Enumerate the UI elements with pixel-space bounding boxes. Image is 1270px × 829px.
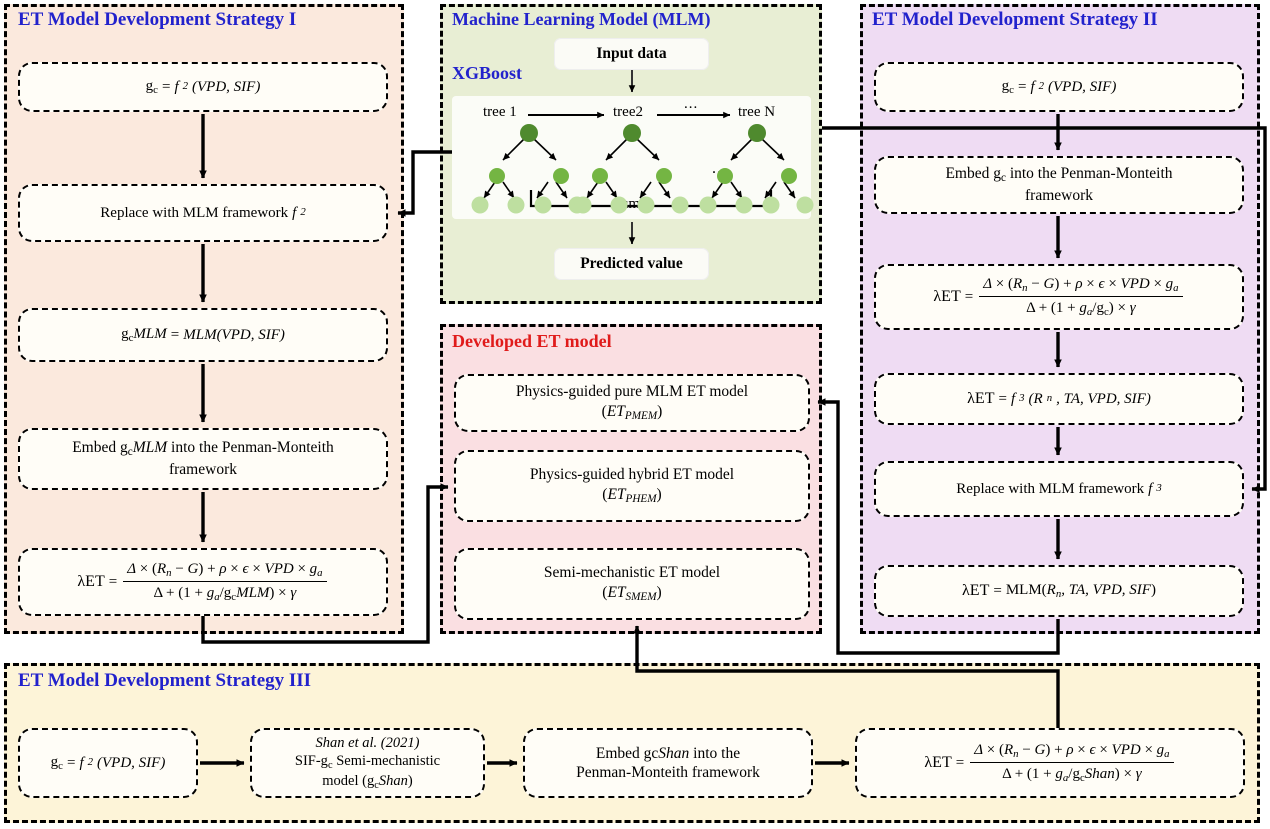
node-s3-shan-model: Shan et al. (2021) SIF-gc Semi-mechanist… [250,728,485,798]
node-et-phem: Physics-guided hybrid ET model (ETPHEM) [454,450,810,522]
node-s2-lambda-et-pm: λET= Δ × (Rn − G) + ρ × ϵ × VPD × ga Δ +… [874,264,1244,330]
panel-developed-et-title: Developed ET model [452,331,612,351]
panel-mlm-title: Machine Learning Model (MLM) [452,9,711,29]
node-s1-lambda-et: λET= Δ × (Rn − G) + ρ × ϵ × VPD × ga Δ +… [18,548,388,616]
sum-label: sum [615,196,641,212]
tree-label-1: tree 1 [483,104,517,120]
tree-label-n: tree N [738,104,776,120]
node-s2-lambda-et-mlm: λET= MLM(Rn, TA, VPD, SIF) [874,565,1244,617]
tree-arrow-ellipsis: ... [684,96,699,112]
panel-strategy-1-title: ET Model Development Strategy I [18,9,297,30]
mlm-subtitle-xgboost: XGBoost [452,63,523,83]
node-et-pmem: Physics-guided pure MLM ET model (ETPMEM… [454,374,810,432]
node-s1-gcmlm: gcMLM =MLM(VPD, SIF) [18,308,388,362]
node-mlm-predicted-value: Predicted value [554,248,709,280]
panel-strategy-2-title: ET Model Development Strategy II [872,9,1158,30]
panel-strategy-3-title: ET Model Development Strategy III [18,670,312,691]
tree-label-2: tree2 [613,104,643,120]
node-et-smem: Semi-mechanistic ET model (ETSMEM) [454,548,810,620]
tree-gap-ellipsis: ... [712,160,727,177]
node-s3-lambda-et: λET= Δ × (Rn − G) + ρ × ϵ × VPD × ga Δ +… [855,728,1245,798]
node-mlm-input-data: Input data [554,38,709,70]
